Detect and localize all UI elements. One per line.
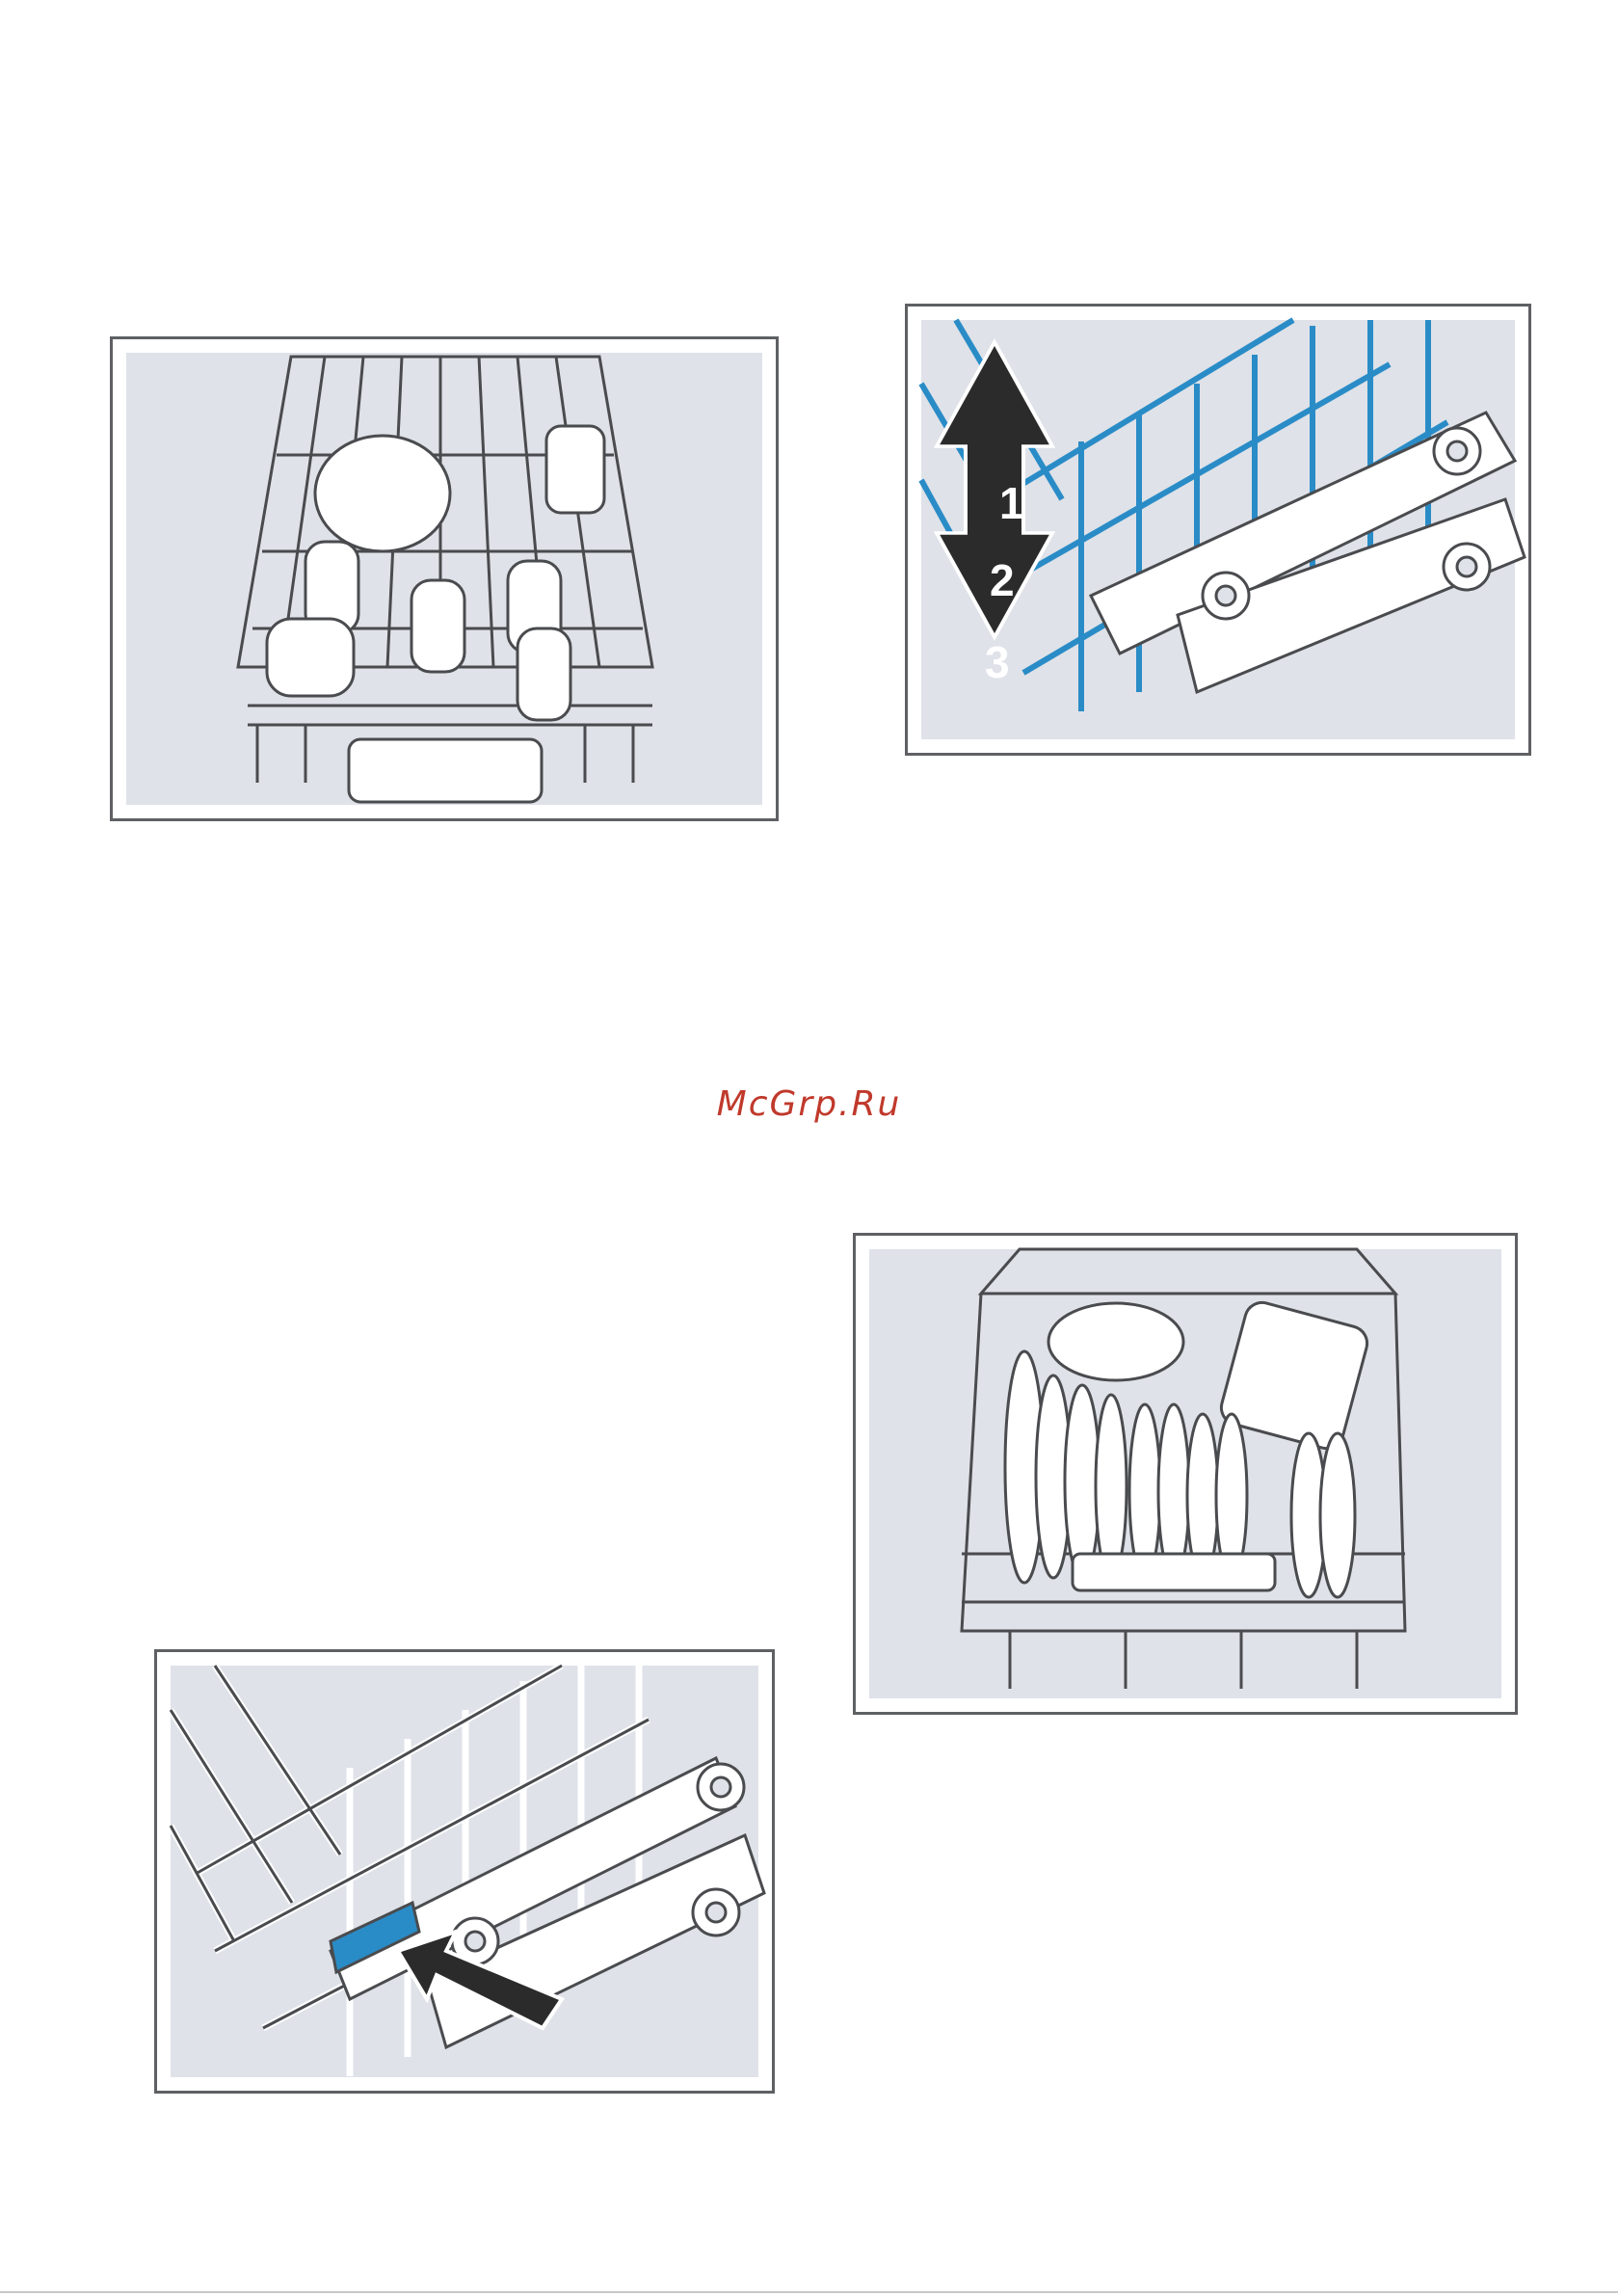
upper-basket-with-cups-icon [113, 339, 776, 818]
level-label-1: 1 [999, 478, 1024, 528]
figure-basket-height-levels: 1 2 3 [905, 304, 1531, 756]
figure-press-release-lever [154, 1649, 775, 2094]
level-label-2: 2 [990, 555, 1015, 605]
watermark-text: McGrp.Ru [0, 1084, 1618, 1124]
figure-lower-basket-loaded [853, 1233, 1518, 1715]
figure-upper-basket-loaded [110, 336, 779, 821]
rackmatic-adjust-icon: 1 2 3 [908, 307, 1528, 753]
page-footer-line [0, 2291, 1618, 2293]
press-lever-icon [157, 1652, 772, 2091]
level-label-3: 3 [985, 637, 1010, 687]
lower-basket-with-plates-icon [856, 1236, 1515, 1712]
